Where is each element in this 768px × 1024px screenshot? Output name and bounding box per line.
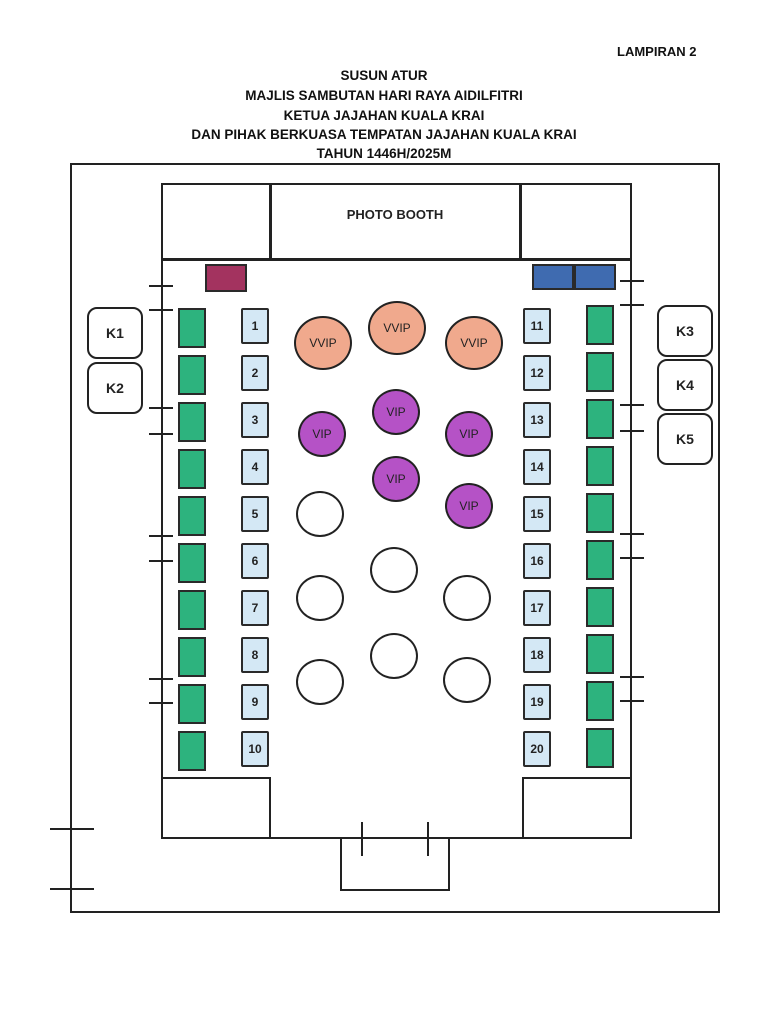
door-tick <box>149 678 173 680</box>
door-tick <box>149 407 173 409</box>
round-table <box>296 659 344 705</box>
seat-14: 14 <box>523 449 551 485</box>
green-table <box>586 681 614 721</box>
door-tick <box>620 676 644 678</box>
round-table <box>296 575 344 621</box>
round-table <box>443 657 491 703</box>
gate-tick <box>50 888 94 890</box>
vvip-table-left: VVIP <box>294 316 352 370</box>
door-tick <box>149 535 173 537</box>
seat-11: 11 <box>523 308 551 344</box>
door-tick <box>620 557 644 559</box>
vip-table-left: VIP <box>298 411 346 457</box>
green-table <box>586 587 614 627</box>
seat-3: 3 <box>241 402 269 438</box>
green-table <box>586 493 614 533</box>
green-table <box>178 308 206 348</box>
seat-9: 9 <box>241 684 269 720</box>
entrance-tick-right <box>427 822 429 856</box>
seat-18: 18 <box>523 637 551 673</box>
green-table <box>178 590 206 630</box>
gate-tick <box>50 828 94 830</box>
seat-5: 5 <box>241 496 269 532</box>
door-tick <box>620 304 644 306</box>
green-table <box>586 634 614 674</box>
vip-table-right-lower: VIP <box>445 483 493 529</box>
seat-17: 17 <box>523 590 551 626</box>
green-table <box>178 449 206 489</box>
title-line-4: DAN PIHAK BERKUASA TEMPATAN JAJAHAN KUAL… <box>191 127 577 142</box>
seat-1: 1 <box>241 308 269 344</box>
door-tick <box>149 560 173 562</box>
door-tick <box>149 433 173 435</box>
seat-12: 12 <box>523 355 551 391</box>
green-table <box>586 352 614 392</box>
green-table <box>178 496 206 536</box>
round-table <box>443 575 491 621</box>
green-table <box>178 731 206 771</box>
photo-booth-label: PHOTO BOOTH <box>346 207 444 222</box>
seat-7: 7 <box>241 590 269 626</box>
vvip-table-center: VVIP <box>368 301 426 355</box>
seat-8: 8 <box>241 637 269 673</box>
round-table <box>296 491 344 537</box>
entrance <box>340 839 450 891</box>
corner-room-left <box>161 777 271 839</box>
title-line-1: SUSUN ATUR <box>340 68 428 83</box>
round-table <box>370 633 418 679</box>
kiosk-k4: K4 <box>657 359 713 411</box>
seat-16: 16 <box>523 543 551 579</box>
vvip-table-right: VVIP <box>445 316 503 370</box>
kiosk-k1: K1 <box>87 307 143 359</box>
green-table <box>586 728 614 768</box>
title-line-3: KETUA JAJAHAN KUALA KRAI <box>283 108 485 123</box>
blue-box-1 <box>532 264 574 290</box>
maroon-box <box>205 264 247 292</box>
round-table <box>370 547 418 593</box>
door-tick <box>620 700 644 702</box>
door-tick <box>149 285 173 287</box>
blue-box-2 <box>574 264 616 290</box>
vip-table-center-top: VIP <box>372 389 420 435</box>
vip-table-center-bottom: VIP <box>372 456 420 502</box>
door-tick <box>620 280 644 282</box>
green-table <box>178 684 206 724</box>
booth-divider-left <box>269 183 272 261</box>
vip-table-right: VIP <box>445 411 493 457</box>
seat-19: 19 <box>523 684 551 720</box>
seat-6: 6 <box>241 543 269 579</box>
door-tick <box>149 702 173 704</box>
door-tick <box>620 404 644 406</box>
title-line-2: MAJLIS SAMBUTAN HARI RAYA AIDILFITRI <box>245 88 523 103</box>
seat-15: 15 <box>523 496 551 532</box>
green-table <box>178 355 206 395</box>
seat-13: 13 <box>523 402 551 438</box>
green-table <box>586 399 614 439</box>
seat-10: 10 <box>241 731 269 767</box>
green-table <box>178 637 206 677</box>
attachment-label: LAMPIRAN 2 <box>617 44 697 59</box>
kiosk-k5: K5 <box>657 413 713 465</box>
photo-booth-strip <box>161 183 632 261</box>
corner-room-right <box>522 777 632 839</box>
entrance-tick-left <box>361 822 363 856</box>
venue-outer-boundary <box>70 163 720 913</box>
booth-divider-right <box>519 183 522 261</box>
door-tick <box>620 430 644 432</box>
door-tick <box>149 309 173 311</box>
seat-4: 4 <box>241 449 269 485</box>
kiosk-k2: K2 <box>87 362 143 414</box>
green-table <box>586 305 614 345</box>
green-table <box>586 540 614 580</box>
green-table <box>178 543 206 583</box>
green-table <box>586 446 614 486</box>
seat-20: 20 <box>523 731 551 767</box>
door-tick <box>620 533 644 535</box>
title-line-5: TAHUN 1446H/2025M <box>316 146 452 161</box>
green-table <box>178 402 206 442</box>
seat-2: 2 <box>241 355 269 391</box>
kiosk-k3: K3 <box>657 305 713 357</box>
